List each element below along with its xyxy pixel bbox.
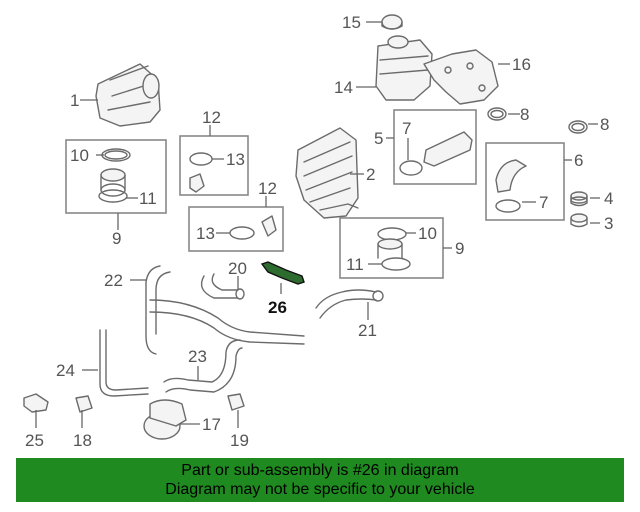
part-7-clamp-box5 bbox=[399, 160, 423, 176]
part-9-sleeve-left bbox=[100, 168, 126, 197]
banner-line-2: Diagram may not be specific to your vehi… bbox=[165, 481, 475, 498]
part-23-hose bbox=[163, 339, 243, 393]
label-15: 15 bbox=[342, 13, 361, 32]
label-11-left: 11 bbox=[139, 189, 157, 208]
part-12-connector-top bbox=[189, 173, 205, 193]
part-3-mount bbox=[570, 213, 588, 228]
part-17-water-pump bbox=[143, 399, 187, 440]
label-12-top: 12 bbox=[202, 108, 221, 127]
label-26-highlighted: 26 bbox=[268, 298, 287, 317]
label-24: 24 bbox=[56, 361, 75, 380]
label-8-a: 8 bbox=[520, 105, 529, 124]
part-16-bracket bbox=[423, 49, 499, 105]
part-15-tank-cap bbox=[381, 14, 403, 30]
part-9-sleeve-right bbox=[377, 238, 403, 259]
label-6: 6 bbox=[574, 151, 583, 170]
label-13-top: 13 bbox=[226, 150, 245, 169]
part-25-valve bbox=[23, 393, 49, 413]
part-6-elbow bbox=[495, 159, 527, 193]
label-13-mid: 13 bbox=[196, 224, 215, 243]
label-2: 2 bbox=[366, 165, 375, 184]
label-10-right: 10 bbox=[418, 224, 437, 243]
label-9-left: 9 bbox=[112, 229, 121, 248]
part-19-connector bbox=[227, 393, 245, 411]
label-14: 14 bbox=[334, 78, 353, 97]
label-23: 23 bbox=[188, 347, 207, 366]
part-11-clamp-left bbox=[98, 189, 128, 203]
label-19: 19 bbox=[230, 431, 249, 450]
label-18: 18 bbox=[73, 431, 92, 450]
label-25: 25 bbox=[25, 431, 44, 450]
label-1: 1 bbox=[70, 91, 79, 110]
label-21: 21 bbox=[358, 321, 377, 340]
part-22-hose bbox=[145, 265, 305, 355]
leader-lines bbox=[35, 21, 600, 428]
part-12-connector-mid bbox=[261, 215, 277, 237]
part-26-highlighted-hose bbox=[260, 261, 305, 285]
label-7-box5: 7 bbox=[402, 119, 411, 138]
label-9-right: 9 bbox=[455, 239, 464, 258]
part-14-coolant-tank bbox=[375, 35, 433, 101]
label-7-box6: 7 bbox=[539, 193, 548, 212]
label-12-mid: 12 bbox=[258, 179, 277, 198]
part-8-clamp-b bbox=[568, 120, 588, 134]
label-22: 22 bbox=[104, 271, 123, 290]
part-4-mount bbox=[570, 191, 588, 207]
part-21-hose bbox=[315, 289, 384, 319]
part-8-clamp-a bbox=[487, 107, 507, 121]
label-4: 4 bbox=[604, 189, 613, 208]
part-7-clamp-box6 bbox=[495, 199, 521, 213]
banner-line-1: Part or sub-assembly is #26 in diagram bbox=[181, 462, 459, 479]
part-5-duct bbox=[423, 131, 473, 167]
notice-banner: Part or sub-assembly is #26 in diagram D… bbox=[16, 458, 624, 502]
label-16: 16 bbox=[512, 55, 531, 74]
label-11-right: 11 bbox=[346, 255, 364, 274]
label-17: 17 bbox=[202, 415, 221, 434]
label-20: 20 bbox=[228, 259, 247, 278]
part-1-air-duct bbox=[95, 63, 161, 127]
label-10-left: 10 bbox=[70, 146, 89, 165]
part-18-bracket bbox=[75, 395, 93, 413]
part-20-hose bbox=[200, 273, 245, 300]
label-3: 3 bbox=[604, 214, 613, 233]
label-8-b: 8 bbox=[600, 115, 609, 134]
parts-diagram: 1 2 3 4 5 6 7 7 8 8 9 9 10 10 11 11 12 1… bbox=[23, 13, 613, 450]
part-24-pipe bbox=[99, 329, 149, 397]
part-2-intercooler bbox=[295, 127, 359, 219]
label-5: 5 bbox=[374, 129, 383, 148]
